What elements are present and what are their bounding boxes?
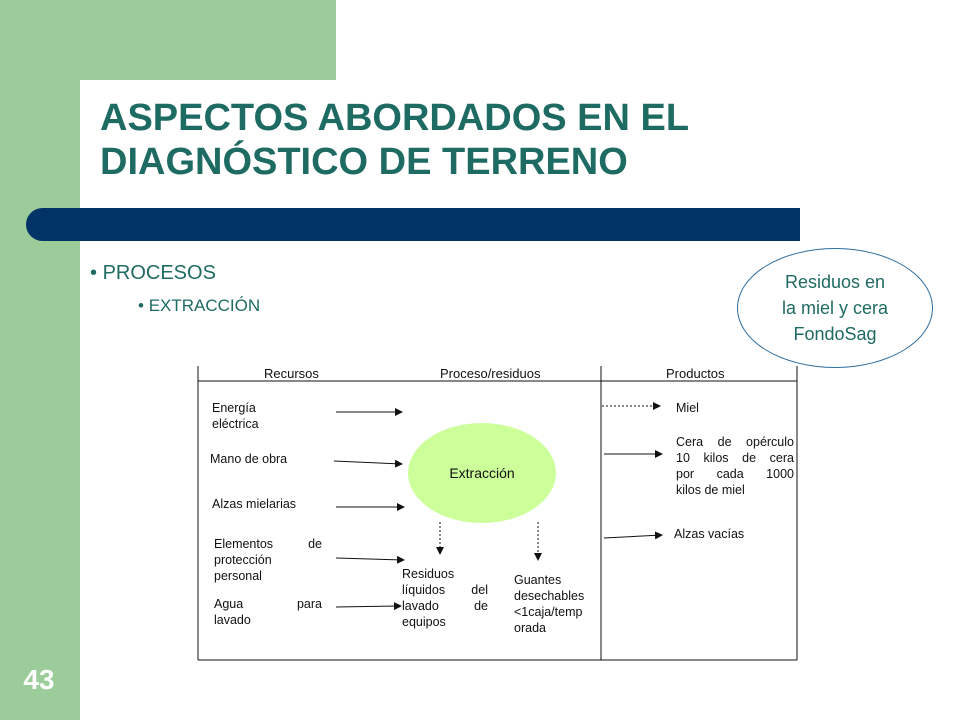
label-miel: Miel: [676, 401, 699, 415]
label-elementos-line-2: protección: [214, 553, 272, 567]
label-cera: Cera de opérculo 10 kilos de cera por ca…: [676, 434, 794, 496]
label-cera-line-4: kilos de miel: [676, 483, 745, 496]
label-guantes-line-2: desechables: [514, 589, 585, 603]
bullet-procesos-text: PROCESOS: [102, 262, 216, 284]
residue-callout-oval: Residuos en la miel y cera FondoSag: [737, 248, 933, 368]
title-line-1: ASPECTOS ABORDADOS EN EL: [100, 97, 690, 139]
label-energia: Energía eléctrica: [212, 401, 259, 431]
label-residuos-line-1: Residuos: [402, 567, 455, 581]
arrow-alzas-vacias: [603, 531, 663, 540]
label-residuos-liquidos: Residuos líquidos del lavado de equipos: [402, 566, 488, 630]
label-alzas: Alzas mielarias: [212, 497, 297, 511]
label-mano-obra: Mano de obra: [210, 452, 288, 466]
label-cera-line-1: Cera de opérculo: [676, 435, 794, 449]
label-residuos-line-4: equipos: [402, 615, 446, 629]
label-elementos-line-1: Elementos de: [214, 537, 322, 551]
residue-callout-text: Residuos en la miel y cera FondoSag: [781, 272, 889, 344]
label-agua-line-1: Agua para: [214, 597, 322, 611]
header-recursos: Recursos: [264, 366, 319, 381]
arrow-agua: [335, 602, 402, 611]
header-productos: Productos: [666, 366, 725, 381]
content-panel: [80, 80, 960, 720]
arrow-mano-obra: [333, 459, 403, 468]
label-agua: Agua para lavado: [214, 596, 322, 628]
bullet-extraccion-text: EXTRACCIÓN: [148, 296, 261, 315]
label-guantes: Guantes desechables <1caja/temp orada: [514, 572, 600, 636]
green-top-block: [0, 0, 336, 80]
diagram-graphics: [197, 366, 798, 661]
extraction-label: Extracción: [449, 465, 515, 481]
label-cera-line-3: por cada 1000: [676, 467, 794, 481]
title-underline-bar: [26, 208, 800, 241]
label-elementos-line-3: personal: [214, 569, 262, 583]
arrow-elementos: [335, 555, 405, 564]
label-residuos-line-2: líquidos del: [402, 583, 488, 597]
header-proceso: Proceso/residuos: [440, 366, 541, 381]
label-cera-line-2: 10 kilos de cera: [676, 451, 794, 465]
bullet-extraccion: • EXTRACCIÓN: [138, 296, 261, 315]
slide-title: ASPECTOS ABORDADOS EN EL DIAGNÓSTICO DE …: [100, 96, 820, 184]
green-side-strip: [0, 0, 80, 720]
bullet-procesos: • PROCESOS: [90, 262, 216, 284]
label-residuos-line-3: lavado de: [402, 599, 488, 613]
label-elementos: Elementos de protección personal: [214, 536, 322, 584]
slide-number: 43: [23, 664, 55, 695]
label-alzas-vacias: Alzas vacías: [674, 527, 745, 541]
label-guantes-line-4: orada: [514, 621, 546, 635]
label-guantes-line-1: Guantes: [514, 573, 562, 587]
extraction-ellipse: [408, 423, 556, 523]
title-line-2: DIAGNÓSTICO DE TERRENO: [100, 141, 628, 183]
process-diagram: Recursos Proceso/residuos Productos Extr…: [196, 362, 800, 662]
label-guantes-line-3: <1caja/temp: [514, 605, 583, 619]
label-agua-line-2: lavado: [214, 613, 251, 627]
